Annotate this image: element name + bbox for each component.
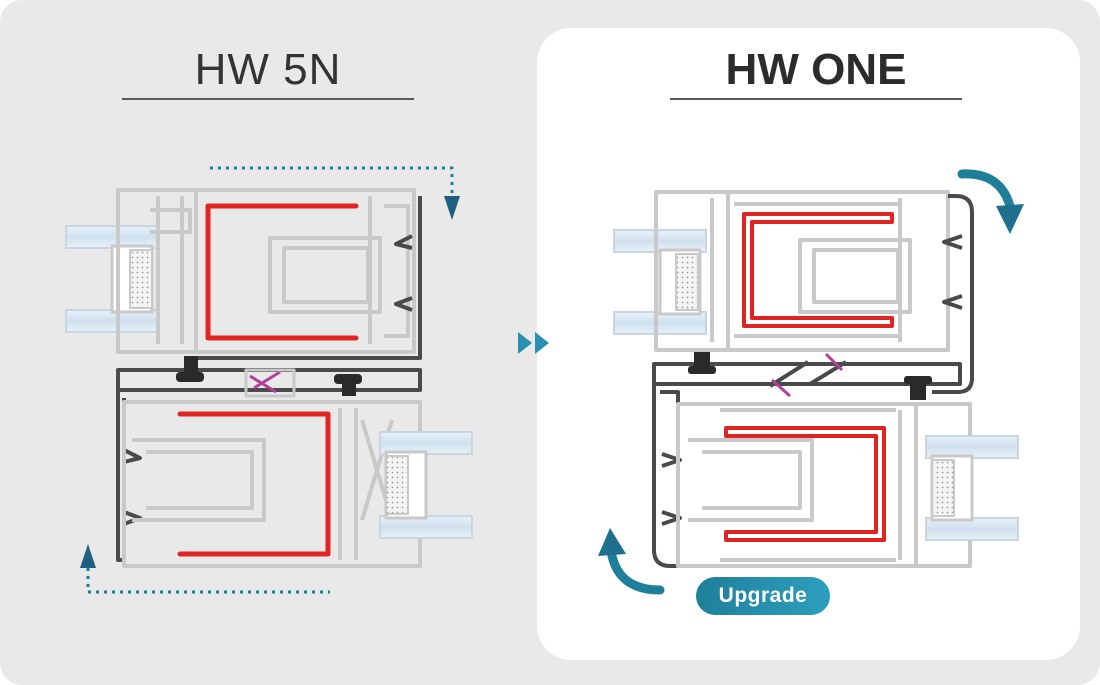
hw5n-reinforcement-bottom bbox=[177, 411, 331, 557]
hwone-title: HW ONE bbox=[725, 45, 907, 94]
dotted-arrow-down-icon bbox=[210, 166, 460, 220]
hwone-frame bbox=[652, 194, 974, 568]
hwone-title-underline bbox=[670, 98, 962, 100]
hw5n-glazing-bottom bbox=[379, 431, 473, 539]
hw5n-sash-bottom bbox=[122, 400, 422, 568]
hwone-thermal-break bbox=[768, 352, 848, 398]
hwone-gaskets bbox=[688, 352, 932, 400]
hw5n-thermal-break bbox=[244, 368, 296, 398]
hw-one-panel bbox=[537, 28, 1080, 660]
hw5n-title: HW 5N bbox=[194, 45, 342, 94]
hwone-reinforcement-bottom bbox=[724, 426, 886, 542]
hwone-glazing-bottom bbox=[925, 435, 1019, 541]
hw5n-sash-top bbox=[116, 188, 416, 354]
hwone-sash-top bbox=[654, 190, 950, 352]
hwone-sash-bottom bbox=[676, 402, 972, 568]
hwone-profile bbox=[613, 190, 1019, 568]
curved-arrow-cw-icon bbox=[957, 169, 1024, 234]
hwone-reinforcement-top bbox=[742, 212, 894, 328]
dotted-arrow-up-icon bbox=[80, 544, 330, 594]
hw5n-reinforcement-top bbox=[205, 203, 359, 341]
hw5n-glazing-top bbox=[65, 225, 159, 333]
hwone-glazing-top bbox=[613, 229, 707, 335]
hw5n-gaskets bbox=[176, 356, 362, 396]
hw5n-frame bbox=[116, 196, 422, 562]
curved-arrow-ccw-icon bbox=[598, 528, 665, 595]
upgrade-badge: Upgrade bbox=[696, 577, 830, 615]
double-chevron-right-icon bbox=[518, 332, 549, 354]
hw5n-title-underline bbox=[122, 98, 414, 100]
hw5n-profile bbox=[65, 188, 473, 568]
